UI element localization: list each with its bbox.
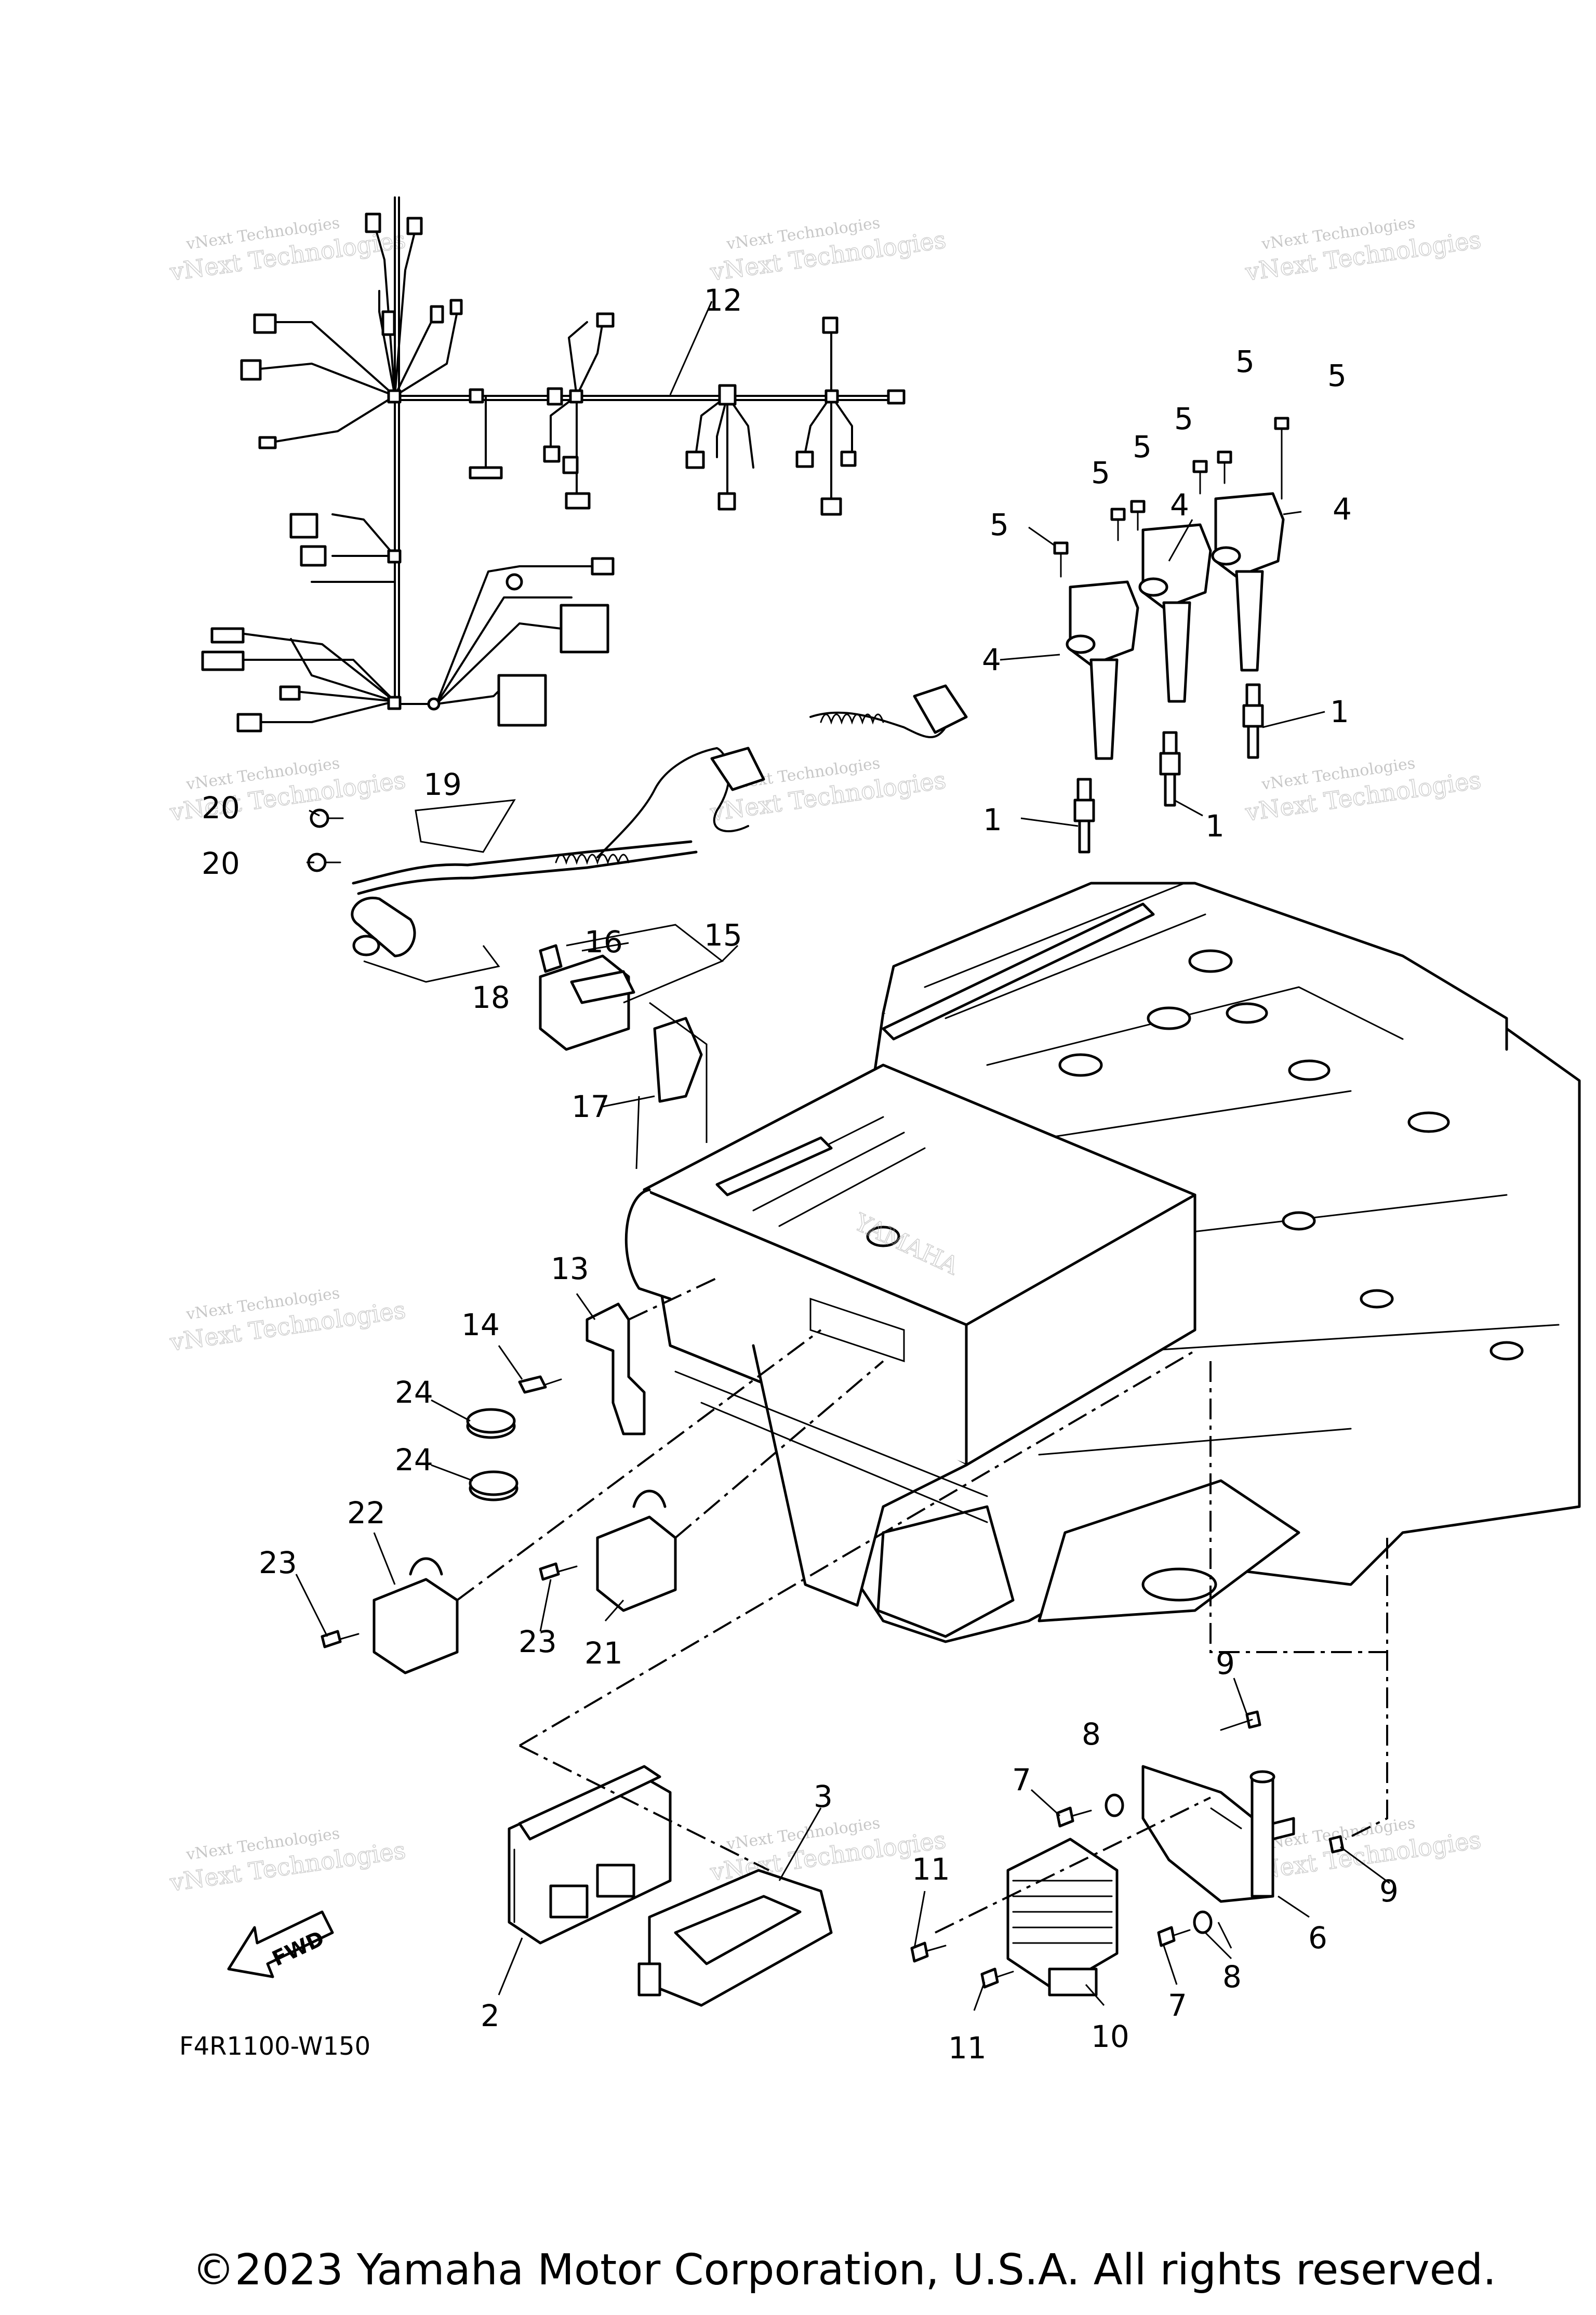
callout-23: 23 [259, 1545, 297, 1580]
bracket-6 [1141, 1765, 1295, 1903]
callout-5: 5 [1133, 429, 1152, 464]
callout-1: 1 [1205, 808, 1225, 844]
callout-20: 20 [202, 846, 240, 881]
callout-4: 4 [1170, 487, 1189, 523]
callout-24: 24 [395, 1442, 433, 1478]
callout-5: 5 [1174, 401, 1193, 436]
ignition-coil-2 [1138, 523, 1212, 703]
sensor-cable [307, 684, 968, 983]
sensor-22 [321, 1557, 459, 1674]
callout-20: 20 [202, 790, 240, 826]
callout-1: 1 [1330, 694, 1349, 729]
rectifier-10 [1006, 1838, 1119, 1997]
callout-5: 5 [990, 507, 1009, 542]
ecu-cover-3 [637, 1869, 833, 2007]
callout-14: 14 [461, 1307, 500, 1342]
callout-leaders [295, 301, 1390, 2011]
ecu-leader [518, 1350, 1196, 1747]
callout-5: 5 [1235, 344, 1255, 379]
callout-18: 18 [472, 980, 510, 1015]
callout-8: 8 [1222, 1959, 1242, 1994]
callout-7: 7 [1012, 1762, 1031, 1798]
callout-6: 6 [1308, 1920, 1327, 1955]
drawing-code: F4R1100-W150 [179, 2032, 370, 2061]
callout-1: 1 [983, 802, 1002, 837]
callout-5: 5 [1327, 358, 1347, 393]
callout-21: 21 [584, 1635, 623, 1671]
ignition-coil-1 [1066, 580, 1139, 760]
callouts: 12 5 5 5 5 5 5 4 4 4 1 1 1 19 20 20 16 1… [202, 283, 1399, 2066]
ignition-coil-3 [1211, 492, 1285, 672]
callout-17: 17 [571, 1089, 610, 1124]
callout-11: 11 [948, 2030, 987, 2066]
callout-4: 4 [1333, 491, 1352, 527]
bracket-13 [518, 1302, 646, 1435]
callout-4: 4 [982, 642, 1001, 677]
callout-24: 24 [395, 1375, 433, 1410]
relay-assembly [539, 924, 724, 1169]
callout-12: 12 [704, 283, 742, 318]
callout-8: 8 [1082, 1717, 1101, 1752]
fwd-arrow-icon: FWD [227, 1910, 334, 1978]
callout-10: 10 [1091, 2019, 1129, 2054]
callout-9: 9 [1216, 1646, 1235, 1681]
copyright-notice: ©2023 Yamaha Motor Corporation, U.S.A. A… [192, 2245, 1497, 2295]
intake-cover: YAMAHA [624, 1063, 1196, 1607]
callout-13: 13 [551, 1251, 589, 1286]
rectifier-fasteners [910, 1710, 1345, 1989]
callout-23: 23 [518, 1624, 557, 1659]
callout-11: 11 [912, 1852, 950, 1887]
coil-bolts [1053, 417, 1289, 578]
clamps-24 [466, 1408, 518, 1501]
ecu-2 [508, 1765, 672, 1945]
callout-22: 22 [347, 1495, 385, 1531]
callout-7: 7 [1168, 1988, 1187, 2023]
rectifier-leader-lines [935, 1361, 1388, 1934]
callout-15: 15 [704, 917, 742, 953]
callout-16: 16 [584, 924, 623, 960]
callout-3: 3 [814, 1779, 833, 1814]
callout-9: 9 [1379, 1873, 1399, 1909]
callout-2: 2 [481, 1998, 500, 2033]
sensor-leader-lines [456, 1277, 884, 1601]
ecu-leader [519, 1745, 769, 1871]
sensor-21 [539, 1489, 677, 1612]
callout-19: 19 [423, 767, 462, 802]
callout-5: 5 [1091, 455, 1110, 490]
engine-block [840, 882, 1581, 1643]
wire-harness [201, 196, 906, 733]
spark-plugs [1073, 683, 1264, 854]
